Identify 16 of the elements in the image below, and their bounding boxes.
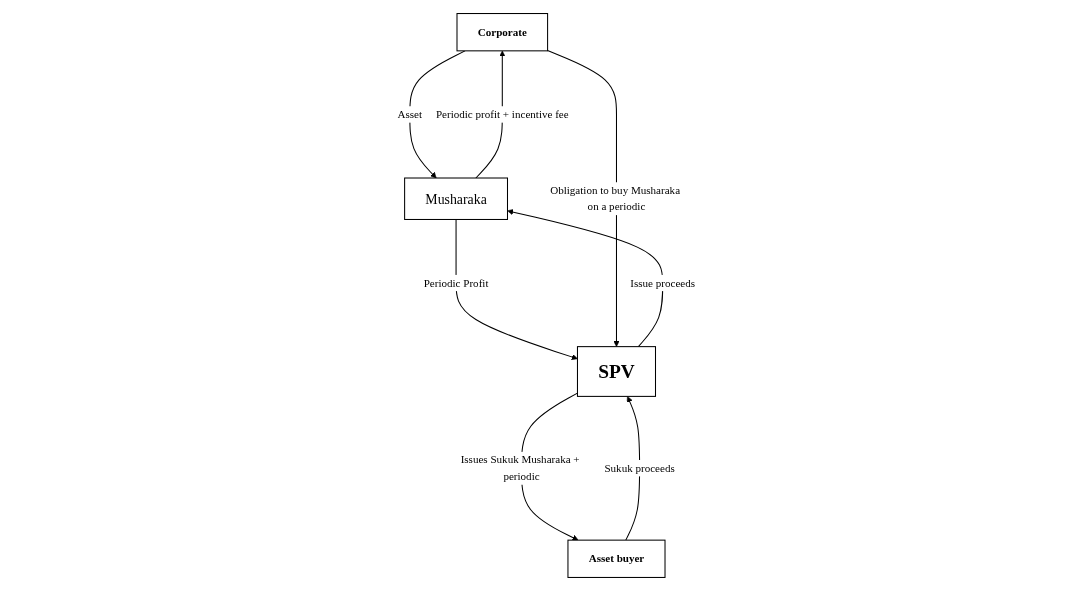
node-box: Asset buyer — [567, 539, 666, 578]
node-box: Corporate — [456, 13, 548, 52]
edge-label: Asset — [397, 108, 422, 120]
edge-label: Issue proceeds — [629, 276, 695, 289]
edge-label: Sukuk proceeds — [604, 462, 675, 474]
node-box: Musharaka — [403, 177, 508, 220]
arrow — [475, 50, 505, 179]
edge-label: Periodic Profit — [423, 276, 489, 289]
edge-label: Issues Sukuk Musharaka + periodic — [460, 453, 580, 483]
edge-label: Periodic profit + incentive fee — [435, 108, 569, 120]
arrow — [409, 50, 466, 179]
arrow — [546, 50, 620, 347]
node-box: SPV — [576, 346, 656, 397]
edge-label: Obligation to buy Musharaka on a periodic — [549, 184, 680, 213]
arrow — [624, 396, 640, 541]
arrow — [455, 218, 578, 360]
